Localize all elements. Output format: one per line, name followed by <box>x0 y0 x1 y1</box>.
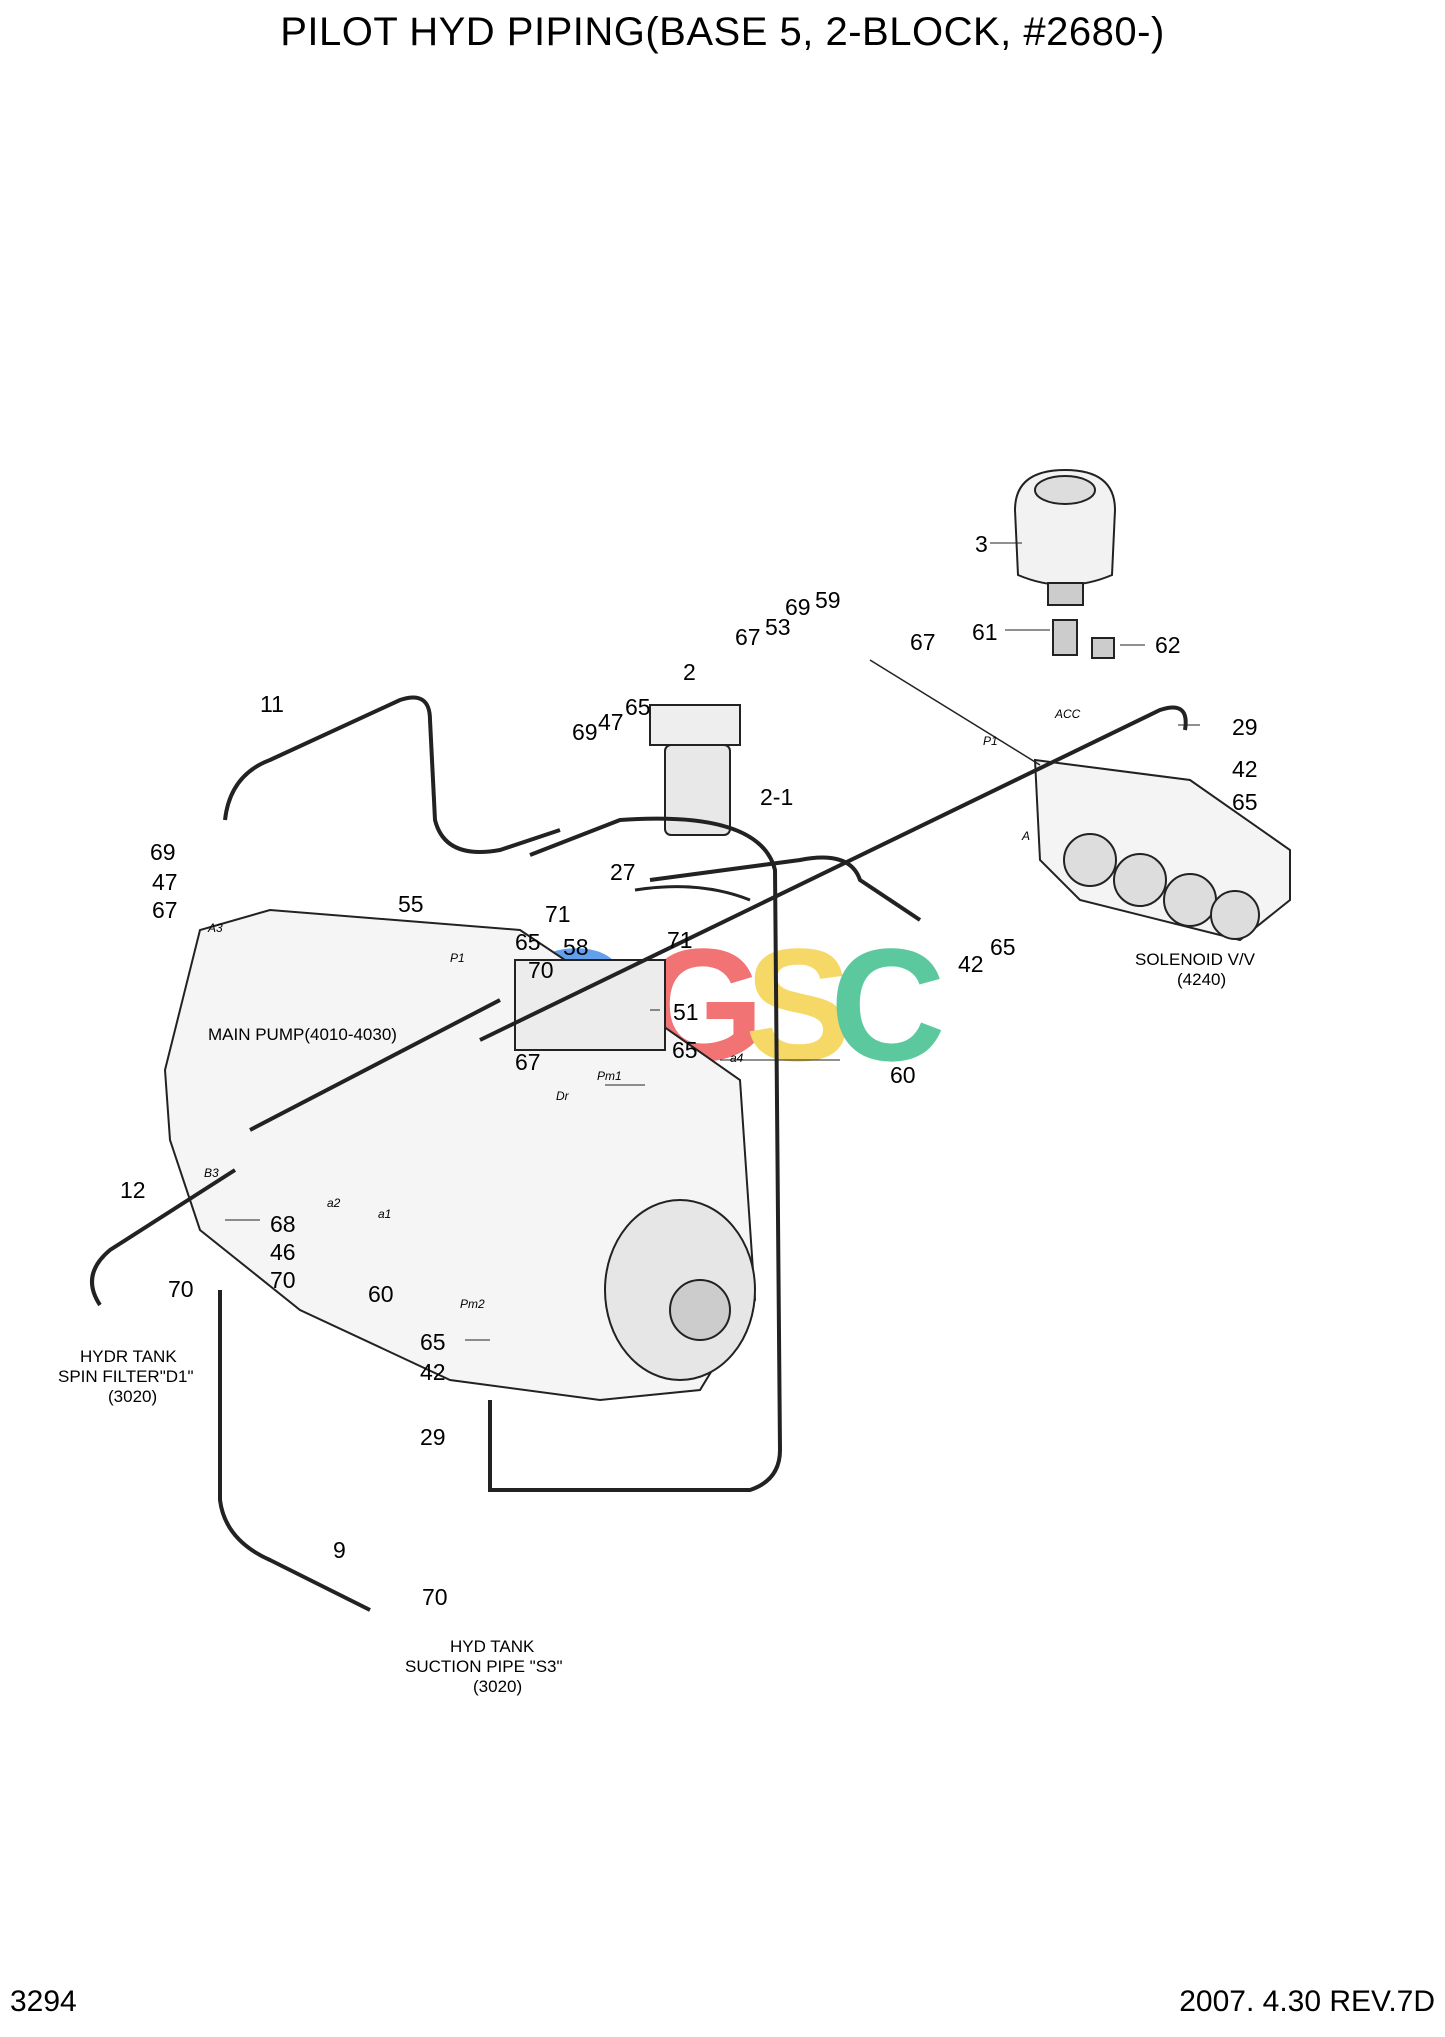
port-dr: Dr <box>556 1089 570 1103</box>
note-solenoid-ref: (4240) <box>1177 970 1226 989</box>
label-51: 51 <box>673 999 699 1025</box>
note-spin-filter: SPIN FILTER"D1" <box>58 1367 194 1386</box>
page-number: 3294 <box>10 1985 77 2018</box>
label-42: 42 <box>1232 756 1258 782</box>
hose-29-upper <box>479 705 1188 1042</box>
port-marks: ACC P1 A A3 P1 Pm1 Dr B3 a2 a1 a4 Pm2 <box>204 707 1081 1311</box>
note-main-pump: MAIN PUMP(4010-4030) <box>208 1025 397 1044</box>
component-notes: MAIN PUMP(4010-4030) SOLENOID V/V (4240)… <box>58 950 1256 1696</box>
part-number-labels: 3 61 62 29 42 65 59 69 53 67 67 2 2-1 69… <box>120 531 1258 1610</box>
port-p1-line: P1 <box>983 734 998 748</box>
label-69: 69 <box>150 839 176 865</box>
plug-62 <box>1091 637 1115 659</box>
hose-42-upper <box>649 855 922 922</box>
accumulator <box>1013 468 1117 606</box>
port-a: A <box>1021 829 1030 843</box>
label-70: 70 <box>528 957 554 983</box>
label-29: 29 <box>1232 714 1258 740</box>
watermark-letter-s: S <box>745 915 852 1094</box>
label-71: 71 <box>545 901 571 927</box>
note-solenoid: SOLENOID V/V <box>1135 950 1256 969</box>
label-71: 71 <box>667 927 693 953</box>
hose-upper-t <box>634 885 751 902</box>
label-27: 27 <box>610 859 636 885</box>
note-hydr-tank-ref: (3020) <box>108 1387 157 1406</box>
label-69: 69 <box>572 719 598 745</box>
port-a3: A3 <box>207 921 223 935</box>
leader-lines <box>225 542 1200 1341</box>
label-65: 65 <box>990 934 1016 960</box>
port-p1-pump: P1 <box>450 951 465 965</box>
label-59: 59 <box>815 587 841 613</box>
label-47: 47 <box>152 869 178 895</box>
label-62: 62 <box>1155 632 1181 658</box>
port-pm1: Pm1 <box>597 1069 622 1083</box>
note-hyd-tank: HYD TANK <box>450 1637 535 1656</box>
label-2: 2 <box>683 659 696 685</box>
solenoid-valve-block <box>1033 758 1291 942</box>
label-53: 53 <box>765 614 791 640</box>
label-67: 67 <box>152 897 178 923</box>
port-a1: a1 <box>378 1207 391 1221</box>
label-65: 65 <box>625 694 651 720</box>
label-12: 12 <box>120 1177 146 1203</box>
label-70: 70 <box>168 1276 194 1302</box>
label-69: 69 <box>785 594 811 620</box>
fitting-61 <box>1052 619 1078 656</box>
label-9: 9 <box>333 1537 346 1563</box>
port-a2: a2 <box>327 1196 341 1210</box>
label-70: 70 <box>422 1584 448 1610</box>
label-2-1: 2-1 <box>760 784 793 810</box>
hose-11 <box>223 695 561 854</box>
port-acc: ACC <box>1054 707 1081 721</box>
label-29: 29 <box>420 1424 446 1450</box>
watermark-letter-c2: C <box>830 915 946 1094</box>
port-pm2: Pm2 <box>460 1297 485 1311</box>
label-60: 60 <box>368 1281 394 1307</box>
label-47: 47 <box>598 709 624 735</box>
label-46: 46 <box>270 1239 296 1265</box>
label-67: 67 <box>735 624 761 650</box>
label-65: 65 <box>672 1037 698 1063</box>
hose-12 <box>90 1168 237 1307</box>
line-filter <box>649 704 741 836</box>
label-42: 42 <box>958 951 984 977</box>
note-suction-pipe: SUCTION PIPE "S3" <box>405 1657 563 1676</box>
label-55: 55 <box>398 891 424 917</box>
label-68: 68 <box>270 1211 296 1237</box>
label-67: 67 <box>515 1049 541 1075</box>
label-67: 67 <box>910 629 936 655</box>
label-3: 3 <box>975 531 988 557</box>
line-p1 <box>869 659 1041 766</box>
port-a4: a4 <box>730 1051 744 1065</box>
label-65: 65 <box>1232 789 1258 815</box>
label-58: 58 <box>563 934 589 960</box>
note-hydr-tank: HYDR TANK <box>80 1347 177 1366</box>
hose-58 <box>249 998 501 1132</box>
revision-date: 2007. 4.30 REV.7D <box>1179 1985 1435 2018</box>
page-title: PILOT HYD PIPING(BASE 5, 2-BLOCK, #2680-… <box>280 10 1165 54</box>
main-pump <box>163 908 757 1402</box>
label-65: 65 <box>420 1329 446 1355</box>
port-b3: B3 <box>204 1166 219 1180</box>
label-65: 65 <box>515 929 541 955</box>
label-11: 11 <box>260 691 284 717</box>
label-61: 61 <box>972 619 998 645</box>
note-hyd-tank-ref: (3020) <box>473 1677 522 1696</box>
hose-9 <box>218 1290 371 1612</box>
label-60: 60 <box>890 1062 916 1088</box>
label-70: 70 <box>270 1267 296 1293</box>
label-42: 42 <box>420 1359 446 1385</box>
